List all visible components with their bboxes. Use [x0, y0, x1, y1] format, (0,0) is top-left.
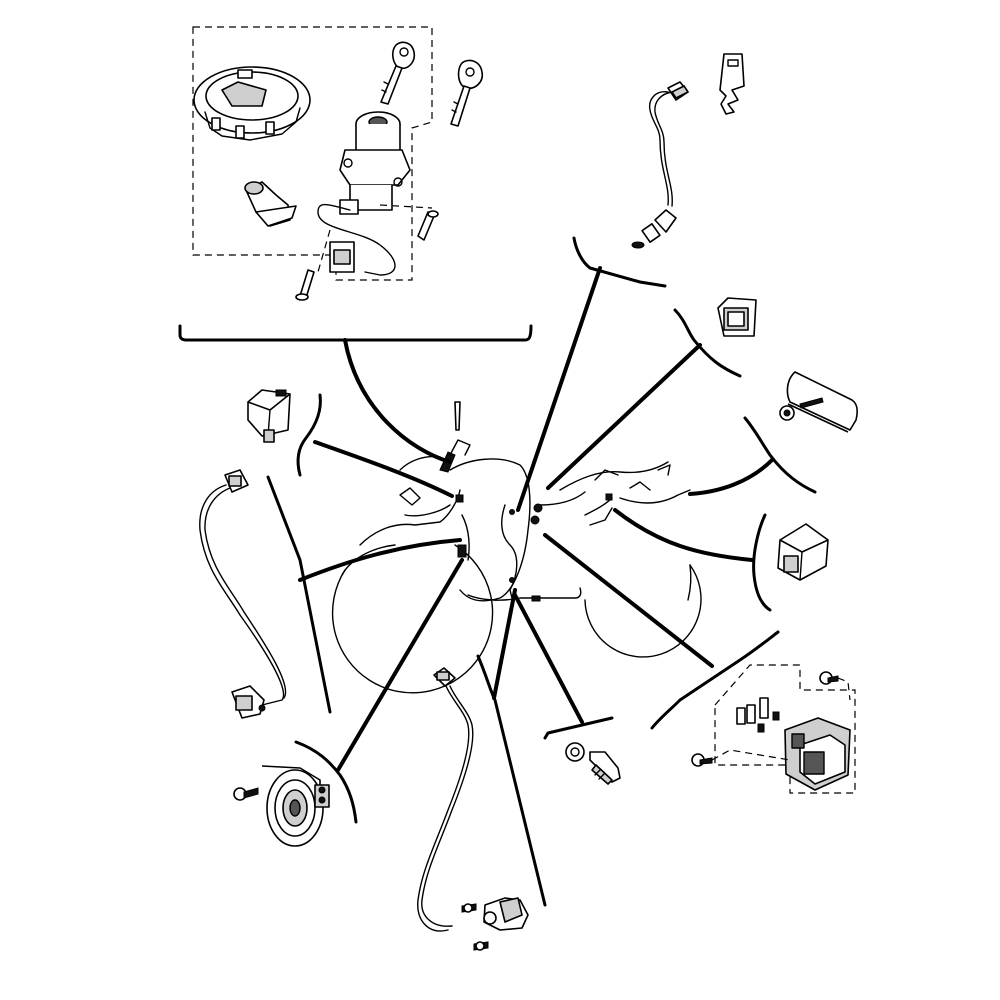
- leader-line: [543, 533, 714, 668]
- leader-line: [336, 558, 464, 772]
- leader-line: [546, 343, 702, 490]
- main-switch-steering-lock-group: [192, 26, 484, 301]
- relay-icon: [717, 297, 757, 337]
- connector-3: [533, 503, 543, 513]
- part-bracket: [294, 740, 358, 824]
- screw-icon: [417, 210, 439, 241]
- leader-line: [516, 266, 602, 512]
- sensor-icon: [199, 469, 287, 719]
- part-bracket: [572, 236, 667, 288]
- leader-line: [613, 508, 754, 562]
- connector-7: [531, 595, 541, 602]
- key-icon: [380, 41, 416, 105]
- switch-sensor-icon: [631, 81, 689, 249]
- connector-8: [605, 493, 613, 501]
- screw-icon: [295, 269, 315, 301]
- connector-4: [530, 515, 540, 525]
- reflector-icon: [779, 371, 858, 433]
- leader-line: [343, 338, 452, 464]
- leader-line: [313, 440, 454, 498]
- relay-icon: [247, 389, 291, 443]
- fuel-cap-icon: [193, 66, 311, 141]
- connector-1: [455, 494, 464, 503]
- part-bracket: [752, 513, 772, 612]
- ignition-switch-icon: [317, 111, 411, 276]
- leader-line: [513, 593, 584, 724]
- part-bracket: [296, 393, 322, 477]
- part-bracket: [673, 308, 742, 378]
- leader-line: [688, 458, 774, 496]
- fuse-box-icon: [691, 664, 856, 794]
- part-bracket: [266, 475, 332, 714]
- pressure-switch-icon: [565, 742, 621, 785]
- brake-switch-icon: [417, 667, 529, 951]
- part-bracket: [543, 716, 614, 740]
- part-bracket: [476, 654, 547, 907]
- horn-icon: [233, 765, 330, 847]
- connector-6: [509, 577, 515, 583]
- key-icon: [450, 59, 484, 127]
- part-bracket: [743, 416, 817, 494]
- leader-line: [492, 588, 517, 700]
- leader-line: [298, 538, 462, 582]
- part-bracket: [650, 630, 780, 730]
- flasher-icon: [777, 523, 829, 581]
- connector-2: [457, 544, 467, 558]
- motorcycle-silhouette: [331, 401, 702, 694]
- lock-cylinder-icon: [244, 181, 297, 227]
- key-blank-icon: [719, 53, 745, 115]
- group-bracket: [178, 324, 533, 342]
- connector-5: [509, 509, 515, 515]
